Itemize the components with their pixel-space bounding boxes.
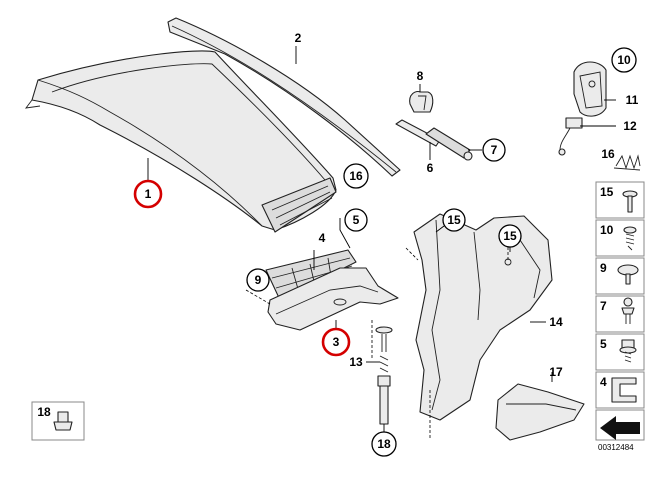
svg-text:15: 15 — [503, 229, 517, 243]
svg-text:17: 17 — [549, 365, 563, 379]
callout-5: 5 — [344, 208, 368, 232]
part-10-11-bracket — [573, 61, 607, 117]
svg-text:18: 18 — [377, 437, 391, 451]
legend-item-9: 9 — [595, 257, 645, 295]
svg-text:14: 14 — [549, 315, 563, 329]
svg-text:9: 9 — [600, 261, 607, 275]
callout-16-spring: 16 — [601, 147, 615, 161]
screw-icon — [622, 190, 638, 213]
legend-item-10: 10 — [595, 219, 645, 257]
callout-18-bolt: 18 — [371, 431, 397, 457]
svg-text:1: 1 — [145, 187, 152, 201]
svg-text:15: 15 — [600, 185, 614, 199]
legend-item-15: 15 — [595, 181, 645, 219]
part-14-side-panel — [413, 213, 553, 421]
callout-15-left: 15 — [442, 208, 466, 232]
callout-15-right: 15 — [498, 224, 522, 248]
callout-13: 13 — [349, 355, 363, 369]
svg-text:4: 4 — [600, 375, 607, 389]
arrow-icon — [600, 416, 640, 440]
callout-4: 4 — [319, 231, 326, 245]
part-3-support — [267, 267, 399, 331]
callout-18-box: 18 — [37, 405, 51, 419]
callout-3: 3 — [321, 327, 351, 357]
part-13-bolt — [375, 326, 393, 425]
callout-8: 8 — [417, 69, 424, 83]
svg-text:2: 2 — [295, 31, 302, 45]
callout-14: 14 — [549, 315, 563, 329]
part-12-sensor — [558, 117, 583, 156]
self-tapping-screw-icon — [623, 226, 637, 251]
expanding-rivet-icon — [617, 264, 639, 285]
legend-column: 15 10 9 7 — [595, 181, 645, 452]
legend-item-5: 5 — [595, 333, 645, 371]
svg-text:10: 10 — [600, 223, 614, 237]
svg-text:4: 4 — [319, 231, 326, 245]
part-16-spring — [613, 154, 641, 171]
callout-2: 2 — [295, 31, 302, 45]
callout-10: 10 — [611, 47, 637, 73]
callout-7: 7 — [482, 138, 506, 162]
callout-6: 6 — [427, 161, 434, 175]
svg-text:16: 16 — [601, 147, 615, 161]
part-6-gas-strut — [395, 119, 473, 161]
svg-text:10: 10 — [617, 53, 631, 67]
legend-arrow — [595, 409, 645, 441]
callout-17: 17 — [549, 365, 563, 379]
ball-stud-icon — [621, 297, 635, 324]
callout-9: 9 — [246, 268, 270, 292]
svg-text:7: 7 — [491, 143, 498, 157]
svg-text:12: 12 — [623, 119, 637, 133]
svg-text:5: 5 — [353, 213, 360, 227]
legend-item-7: 7 — [595, 295, 645, 333]
reference-number: 00312484 — [598, 443, 634, 452]
svg-text:18: 18 — [37, 405, 51, 419]
part-8-buffer — [409, 90, 434, 113]
callout-12: 12 — [623, 119, 637, 133]
part-17-small-cover — [495, 383, 585, 441]
part-2-seal-strip — [167, 17, 401, 177]
callout-1: 1 — [133, 179, 163, 209]
svg-text:8: 8 — [417, 69, 424, 83]
assembly-lines — [245, 242, 509, 440]
svg-text:16: 16 — [349, 169, 363, 183]
part-18-fastener-box — [31, 401, 85, 441]
callout-11: 11 — [626, 93, 639, 107]
svg-text:3: 3 — [333, 335, 340, 349]
svg-text:9: 9 — [255, 273, 262, 287]
callout-16-lid: 16 — [343, 163, 369, 189]
svg-text:5: 5 — [600, 337, 607, 351]
svg-text:6: 6 — [427, 161, 434, 175]
part-4-bracket — [265, 249, 357, 301]
svg-text:15: 15 — [447, 213, 461, 227]
svg-text:13: 13 — [349, 355, 363, 369]
hex-flange-screw-icon — [619, 339, 637, 363]
svg-text:7: 7 — [600, 299, 607, 313]
legend-item-4: 4 — [595, 371, 645, 409]
svg-text:11: 11 — [626, 93, 639, 107]
spring-clip-icon — [611, 377, 637, 403]
part-1-cover-lid — [24, 50, 337, 233]
